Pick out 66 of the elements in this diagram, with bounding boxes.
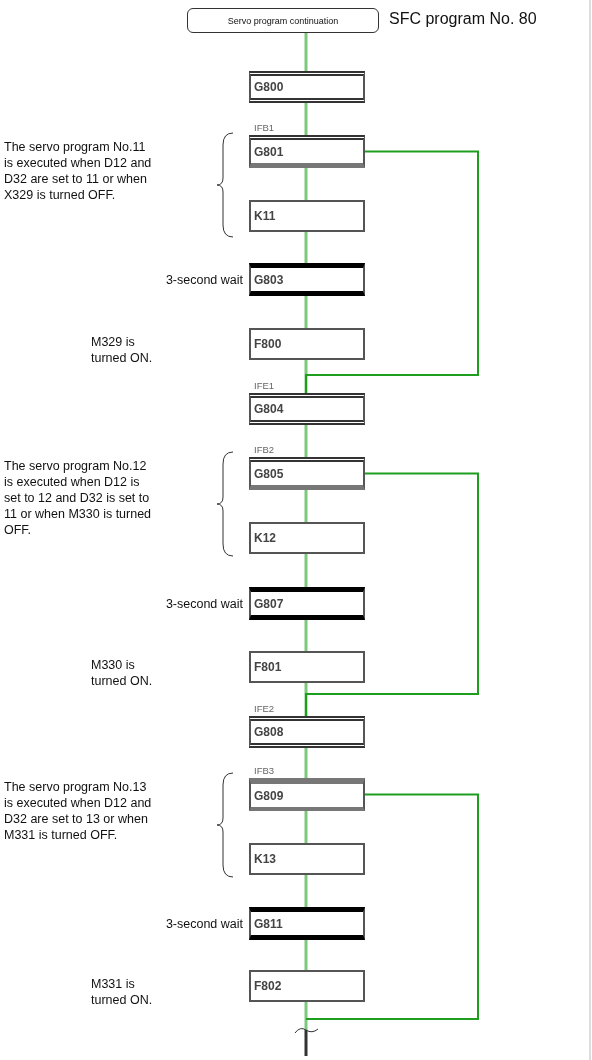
flow-line <box>305 150 479 394</box>
flow-line <box>304 875 308 907</box>
flow-line <box>304 620 308 651</box>
step-comment: The servo program No.11 is executed when D12 and D32 are set to 11 or when X329 is turned OFF. <box>4 139 153 203</box>
step-label: K12 <box>254 531 276 545</box>
step-label: G811 <box>254 916 283 931</box>
program-step-box <box>249 200 365 232</box>
step-label: K13 <box>254 852 276 866</box>
step-comment: The servo program No.12 is executed when D12 is set to 12 and D32 is set to 11 or when M330 is turned OFF. <box>4 458 153 538</box>
flow-line <box>304 296 308 328</box>
flow-line <box>304 103 308 135</box>
flow-line <box>304 683 308 716</box>
step-label: F800 <box>254 337 282 351</box>
step-label: G804 <box>254 402 284 416</box>
step-comment: 3-second wait <box>165 596 243 612</box>
program-step-box <box>249 135 365 168</box>
step-comment: 3-second wait <box>165 916 243 932</box>
program-step-box <box>249 587 365 620</box>
flow-line <box>304 748 308 778</box>
program-number-label: SFC program No. 80 <box>389 9 537 29</box>
step-label: G809 <box>254 788 284 803</box>
step-comment: The servo program No.13 is executed when D12 and D32 are set to 13 or when M331 is turned OFF. <box>4 779 153 843</box>
flow-line <box>304 360 308 393</box>
program-step-box <box>249 907 365 940</box>
flow-line <box>305 472 479 717</box>
branch-marker-label: IFE2 <box>254 703 275 714</box>
branch-marker-label: IFB2 <box>254 444 275 455</box>
step-label: K11 <box>254 209 276 223</box>
step-comment: M331 is turned ON. <box>91 976 154 1008</box>
flow-line <box>304 1002 308 1056</box>
flow-line <box>304 554 308 587</box>
program-step-box <box>249 843 365 875</box>
branch-marker-label: IFE1 <box>254 380 275 391</box>
step-comment: 3-second wait <box>165 272 243 288</box>
program-step-box <box>249 970 365 1002</box>
step-label: F802 <box>254 979 282 993</box>
flow-line <box>304 232 308 263</box>
flow-line <box>304 811 308 843</box>
program-step-box <box>249 263 365 296</box>
program-step-box <box>249 716 365 748</box>
start-step-box <box>187 8 379 33</box>
step-label: Servo program continuation <box>227 15 339 26</box>
step-label: G800 <box>254 80 284 94</box>
step-label: G805 <box>254 466 284 481</box>
step-comment: M330 is turned ON. <box>91 657 154 689</box>
step-label: G803 <box>254 272 284 287</box>
flow-line <box>304 490 308 522</box>
program-step-box <box>249 328 365 360</box>
branch-marker-label: IFB1 <box>254 122 275 133</box>
flow-line <box>304 33 308 71</box>
program-step-box <box>249 522 365 554</box>
flow-line <box>304 940 308 970</box>
program-step-box <box>249 71 365 103</box>
step-label: F801 <box>254 660 282 674</box>
flow-line <box>305 793 479 1020</box>
branch-marker-label: IFB3 <box>254 765 275 776</box>
step-label: G808 <box>254 725 284 739</box>
step-comment: M329 is turned ON. <box>91 334 154 366</box>
step-label: G801 <box>254 144 284 159</box>
step-label: G807 <box>254 596 284 611</box>
program-step-box <box>249 651 365 683</box>
flow-line <box>304 168 308 200</box>
program-step-box <box>249 457 365 490</box>
program-step-box <box>249 778 365 811</box>
program-step-box <box>249 393 365 425</box>
flow-line <box>304 425 308 457</box>
